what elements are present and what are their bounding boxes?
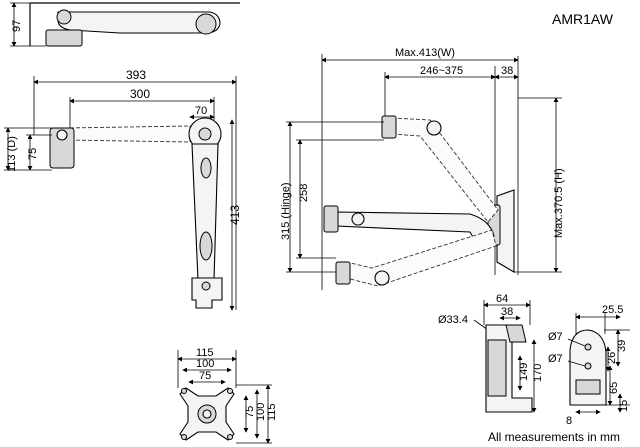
ghost-head-lower — [335, 261, 351, 285]
vesa-w100-label: 100 — [196, 358, 214, 370]
clamp-channel — [487, 339, 507, 397]
main-joint — [351, 212, 365, 226]
pole-height-label: 413 — [228, 205, 242, 225]
ghost-arm-upper — [391, 117, 499, 223]
clamp-screw — [201, 281, 211, 291]
main-head — [323, 205, 339, 233]
inner-height-label: 258 — [298, 184, 310, 202]
ghost-arm — [63, 125, 191, 143]
vesa-w115-label: 115 — [196, 347, 214, 359]
grommet-view: 25.5 Ø7 Ø7 26 39 65 15 8 — [548, 304, 630, 427]
grommet-hole-top-label: Ø7 — [548, 331, 563, 343]
clamp-h170-label: 170 — [532, 364, 544, 382]
top-arm-shape — [57, 11, 221, 34]
reach-label: 393 — [126, 68, 146, 82]
head-knob — [56, 129, 68, 141]
width-range-label: 246~375 — [420, 65, 463, 77]
pole-slot — [199, 231, 213, 261]
clamp-inner-label: 38 — [501, 306, 513, 318]
vesa-w75-label: 75 — [199, 370, 211, 382]
grommet-hole-top — [584, 343, 592, 351]
ghost-head-upper — [381, 115, 397, 139]
vesa-h100-label: 100 — [255, 403, 267, 421]
depth-label: 113 (D) — [6, 136, 18, 172]
footer-note: All measurements in mm — [488, 430, 620, 444]
grommet-slot — [575, 379, 601, 395]
top-head — [195, 13, 217, 35]
wall-view: AMR1AW Max.413(W) 246~375 38 315 (Hinge) — [280, 11, 614, 290]
max-width-label: Max.413(W) — [395, 47, 455, 59]
clamp-width-label: 64 — [496, 293, 508, 305]
top-clamp — [45, 29, 83, 47]
vesa-h115-label: 115 — [266, 403, 278, 421]
upper-elbow — [426, 120, 442, 136]
clamp-top — [505, 324, 527, 343]
lower-elbow — [374, 270, 390, 286]
model-name: AMR1AW — [552, 11, 614, 27]
ghost-arm-lower — [345, 229, 497, 287]
top-joint — [56, 9, 72, 25]
hinge-height-label: 315 (Hinge) — [280, 183, 292, 240]
clamp-h149-label: 149 — [518, 363, 530, 381]
base-clamp — [191, 277, 223, 309]
grommet-width-label: 25.5 — [602, 304, 623, 316]
grommet-d65-label: 65 — [608, 382, 620, 394]
grommet-d39-label: 39 — [616, 340, 628, 352]
grommet-d15-label: 15 — [618, 400, 630, 412]
side-view: 393 300 70 113 (D) 75 413 — [4, 68, 242, 311]
grommet-hole-bottom — [584, 362, 592, 370]
vesa-plate-view: 115 100 75 75 100 115 — [177, 347, 278, 444]
grommet-d26-label: 26 — [606, 352, 618, 364]
vesa-h75-label: 75 — [244, 406, 256, 418]
grommet-d8-label: 8 — [566, 415, 572, 427]
clamp-view: 64 38 Ø33.4 149 170 — [438, 293, 544, 413]
clamp-diameter-label: Ø33.4 — [438, 314, 468, 326]
grommet-hole-bottom-label: Ø7 — [548, 353, 563, 365]
pole-slot-upper — [200, 157, 212, 179]
depth-inner-label: 75 — [27, 148, 39, 160]
arm-length-label: 300 — [130, 87, 150, 101]
bracket-label: 38 — [501, 65, 513, 77]
head-offset-label: 70 — [195, 105, 207, 117]
top-view: 97 — [10, 2, 240, 47]
elbow-pivot — [198, 127, 212, 141]
monitor-head — [49, 127, 75, 169]
top-height-label: 97 — [11, 20, 23, 32]
max-height-label: Max.370.5 (H) — [553, 168, 565, 238]
